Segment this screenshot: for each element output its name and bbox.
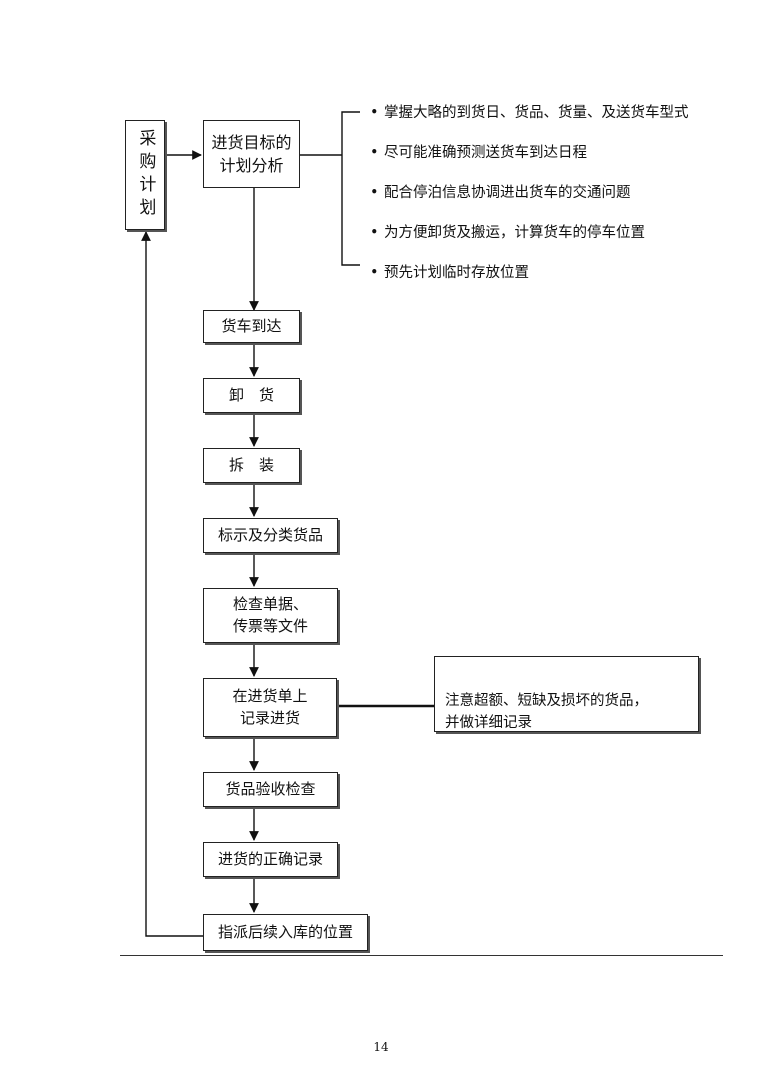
goal-analysis-label: 进货目标的 计划分析 <box>211 132 292 175</box>
step-label: 指派后续入库的位置 <box>217 922 353 941</box>
analysis-note: 为方便卸货及搬运，计算货车的停车位置 <box>370 220 689 260</box>
step-label: 货车到达 <box>221 316 282 335</box>
analysis-note: 尽可能准确预测送货车到达日程 <box>370 140 689 180</box>
page-number: 14 <box>373 1040 389 1054</box>
analysis-note: 配合停泊信息协调进出货车的交通问题 <box>370 180 689 220</box>
purchase-plan-label: 采购计划 <box>135 129 156 221</box>
step-label: 检查单据、 传票等文件 <box>232 594 308 635</box>
step-correct-record: 进货的正确记录 <box>203 842 338 877</box>
analysis-note: 预先计划临时存放位置 <box>370 260 689 300</box>
remark-text: 注意超额、短缺及损坏的货品， 并做详细记录 <box>445 692 648 731</box>
bottom-rule <box>120 955 723 956</box>
step-record-receiving: 在进货单上 记录进货 <box>203 678 337 737</box>
purchase-plan-box: 采购计划 <box>125 120 165 230</box>
step-assign-location: 指派后续入库的位置 <box>203 914 368 951</box>
step-label: 拆 装 <box>228 455 274 474</box>
step-inspection: 货品验收检查 <box>203 772 338 807</box>
feedback-loop-line <box>141 231 203 937</box>
analysis-note: 掌握大略的到货日、货品、货量、及送货车型式 <box>370 100 689 140</box>
notes-bracket <box>341 111 360 266</box>
step-check-documents: 检查单据、 传票等文件 <box>203 588 338 643</box>
step-unpack: 拆 装 <box>203 448 300 483</box>
step-label: 货品验收检查 <box>225 779 316 798</box>
goal-analysis-box: 进货目标的 计划分析 <box>203 120 300 188</box>
step-label: 标示及分类货品 <box>217 525 323 544</box>
step-label: 进货的正确记录 <box>217 849 323 868</box>
step-label: 卸 货 <box>228 385 274 404</box>
step-unload: 卸 货 <box>203 378 300 413</box>
step-label-sort: 标示及分类货品 <box>203 518 338 553</box>
remark-box: 注意超额、短缺及损坏的货品， 并做详细记录 <box>434 656 699 732</box>
analysis-notes-list: 掌握大略的到货日、货品、货量、及送货车型式 尽可能准确预测送货车到达日程 配合停… <box>370 100 689 300</box>
step-label: 在进货单上 记录进货 <box>232 686 308 727</box>
step-truck-arrival: 货车到达 <box>203 310 300 343</box>
